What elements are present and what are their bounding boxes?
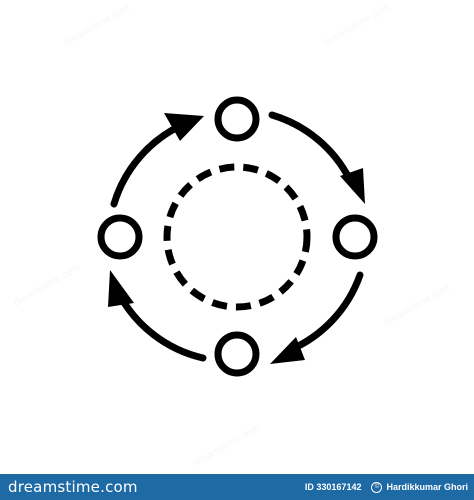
brand-logo-text[interactable]: dreamstime.com: [8, 478, 138, 496]
arc-right-bottom: [286, 271, 364, 354]
arrowhead-right-icon: [340, 168, 365, 204]
image-meta: ID 330167142 © Hardikkumar Ghori: [304, 481, 468, 493]
footer-bar: dreamstime.com ID 330167142 © Hardikkuma…: [0, 474, 474, 500]
arrowhead-top-icon: [164, 113, 204, 141]
copyright-icon: ©: [371, 481, 383, 493]
dashed-inner-circle: [163, 163, 311, 311]
node-left: [97, 214, 143, 260]
arc-top-right: [268, 111, 354, 184]
image-id: ID 330167142: [304, 482, 362, 492]
author-credit: © Hardikkumar Ghori: [371, 481, 468, 493]
arrowhead-left-icon: [108, 270, 134, 307]
node-top: [214, 96, 260, 142]
node-bottom: [214, 331, 260, 377]
author-name[interactable]: Hardikkumar Ghori: [386, 482, 468, 492]
arrowhead-bottom-icon: [270, 337, 305, 364]
arc-left-top: [110, 120, 188, 208]
cycle-process-icon: [97, 96, 378, 377]
node-right: [332, 214, 378, 260]
